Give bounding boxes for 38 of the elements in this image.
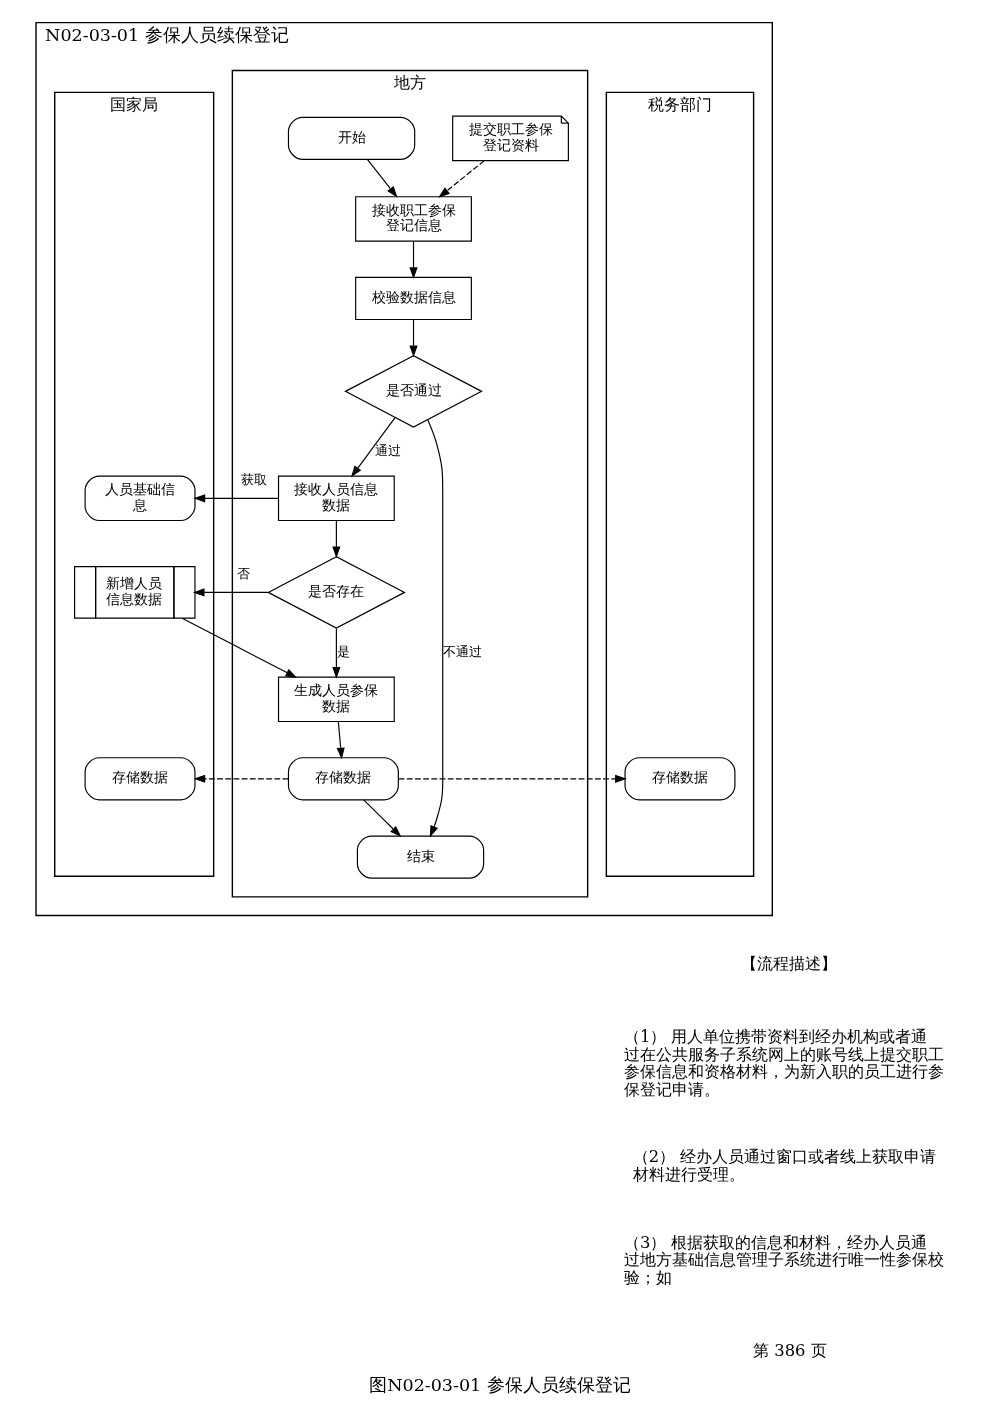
node-box: 接收人员信息数据 — [277, 475, 395, 522]
edge-label: 否 — [236, 566, 250, 582]
edge-label: 通过 — [375, 442, 402, 458]
arrow — [181, 617, 298, 678]
arrow — [409, 319, 418, 358]
node-box: 存储数据 — [287, 757, 399, 801]
label: 【流程描述】 — [740, 953, 837, 973]
arrow — [366, 159, 398, 198]
arrow — [427, 419, 444, 838]
arrow — [192, 588, 269, 597]
node-box: 人员基础信息 — [84, 475, 196, 522]
arrow — [363, 799, 402, 838]
arrow — [350, 417, 396, 478]
node-box: 存储数据 — [84, 757, 196, 801]
arrow — [332, 627, 341, 679]
arrow — [193, 774, 289, 783]
arrow — [336, 720, 345, 760]
node-diamond: 是否存在 — [267, 556, 406, 629]
label: （3） 根据获取的信息和材料，经办人员通过地方基础信息管理子系统进行唯一性参保校验；如 — [623, 1232, 944, 1287]
label: （2） 经办人员通过窗口或者线上获取申请材料进行受理。 — [632, 1147, 937, 1184]
node-diamond: 是否通过 — [344, 355, 483, 428]
arrow — [193, 494, 280, 503]
arrow — [438, 160, 485, 198]
node-box: 校验数据信息 — [355, 276, 472, 321]
arrow — [409, 240, 418, 280]
node-box: 结束 — [356, 835, 485, 879]
node-box: 开始 — [287, 116, 416, 160]
label: 第 386 页 — [753, 1340, 827, 1360]
node-box: 接收职工参保登记信息 — [355, 196, 472, 242]
edge-label: 获取 — [240, 472, 267, 488]
label: （1） 用人单位携带资料到经办机构或者通过在公共服务子系统网上的账号线上提交职工参保信息和资格材料，为新入职的员工进行参保登记申请。 — [623, 1026, 944, 1099]
edge-label: 是 — [336, 643, 350, 659]
node-box: 存储数据 — [624, 757, 736, 801]
node-box: 生成人员参保数据 — [277, 676, 395, 723]
arrow — [332, 520, 341, 559]
edge-label: 不通过 — [443, 643, 483, 659]
arrow — [398, 774, 627, 783]
caption: 图N02-03-01 参保人员续保登记 — [369, 1375, 631, 1396]
